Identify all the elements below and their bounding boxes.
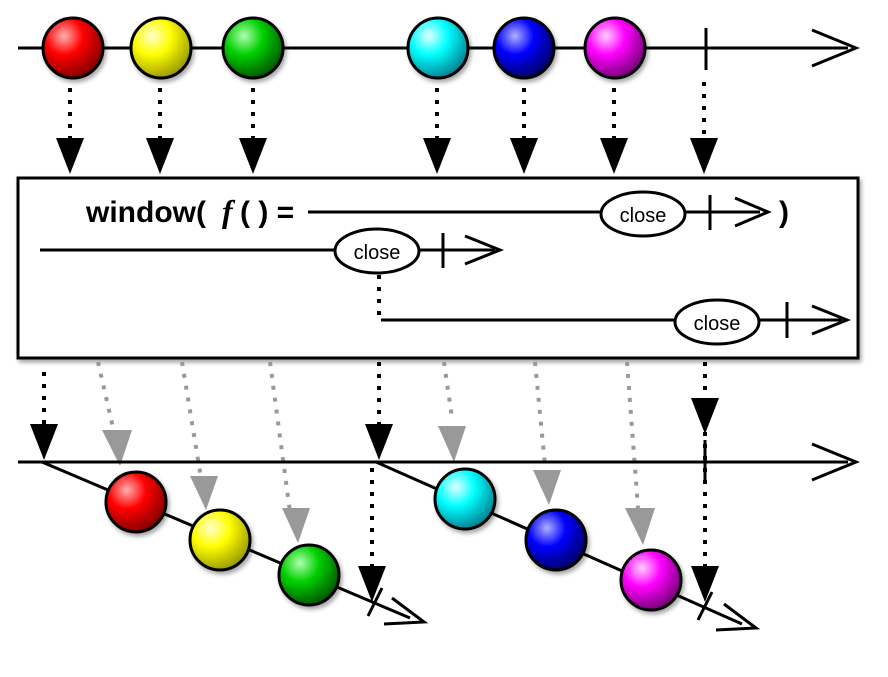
source-marble-red (41, 16, 105, 80)
close-bubble-1 (599, 190, 687, 238)
close-label-3: close (694, 313, 741, 335)
closing-selector-1: close ) (308, 190, 789, 238)
operator-paren: ( ) = (240, 196, 294, 229)
source-timeline-arrowhead (811, 28, 860, 68)
window-1-marbles (104, 470, 341, 607)
source-marble-cyan (406, 16, 470, 80)
close-label-2: close (354, 242, 401, 264)
operator-label: window( f ( ) = (85, 193, 294, 229)
source-marble-yellow (129, 16, 193, 80)
window-1-marble-red (104, 470, 168, 534)
output-timeline-arrowhead (811, 442, 860, 482)
output-item-arrows (96, 361, 640, 513)
close-label-1: close (620, 205, 667, 227)
window-1-marble-green (277, 543, 341, 607)
output-item-arrowheads (102, 426, 655, 545)
closing-selector-2: close (40, 227, 505, 275)
source-marble-green (221, 16, 285, 80)
window-2-marble-cyan (433, 467, 497, 531)
close-bubble-3 (673, 298, 761, 346)
source-marble-blue (492, 16, 556, 80)
window-2-marble-magenta (619, 548, 683, 612)
output-window-arrowheads (30, 398, 719, 602)
operator-name: window( (85, 196, 206, 229)
closing-selector-3: close (381, 298, 852, 346)
operator-close-paren: ) (779, 196, 789, 229)
operator-f: f (222, 193, 236, 229)
output-window-arrows (42, 362, 707, 566)
source-to-operator-arrows (68, 82, 706, 138)
window-1-marble-yellow (188, 508, 252, 572)
window-2-marble-blue (524, 508, 588, 572)
source-to-operator-arrowheads (56, 138, 718, 174)
window-2-marbles (433, 467, 683, 612)
source-marbles (41, 16, 647, 80)
output-timeline (18, 440, 860, 484)
source-marble-magenta (583, 16, 647, 80)
close-bubble-2 (333, 227, 421, 275)
